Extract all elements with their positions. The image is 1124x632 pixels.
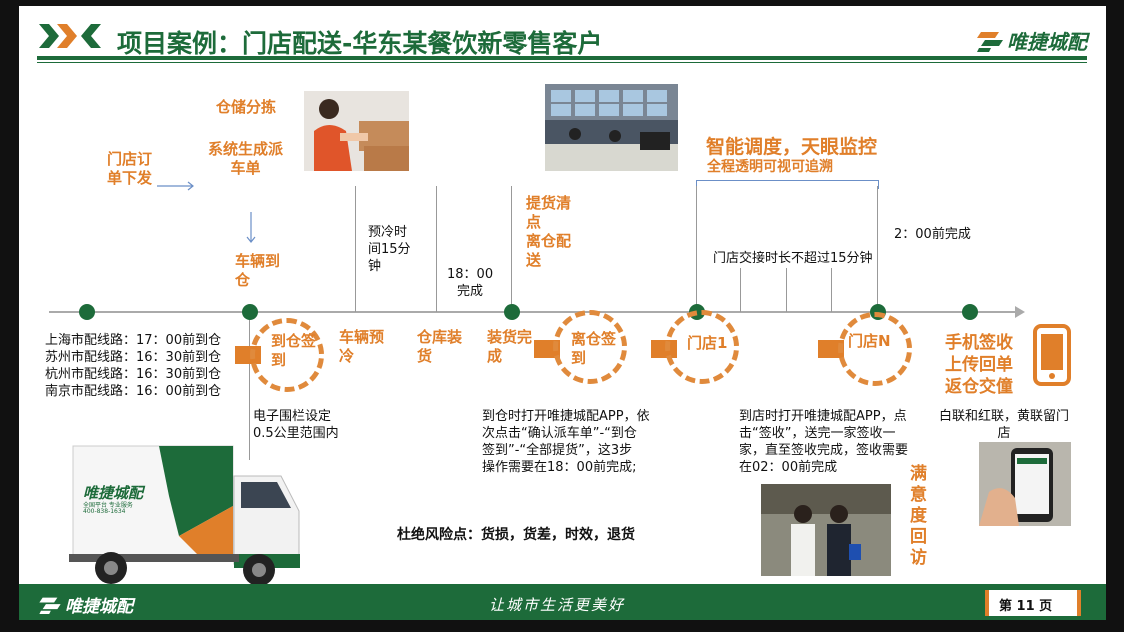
truck-brand-text: 唯捷城配 [83,484,144,502]
step-vehicle-arrive: 车辆到 仓 [235,252,281,289]
arrow-right-icon [157,176,197,195]
brand-name: 唯捷城配 [1007,30,1087,54]
warehouse-photo [304,91,409,171]
mobile-receipt-title: 手机签收 上传回单 返仓交僮 [945,333,1013,397]
logo-chevrons-icon [39,22,103,54]
delivery-truck-image [59,436,305,590]
tick-store1 [696,186,697,312]
timeline-arrowhead [1015,306,1025,318]
timeline-node-order [79,304,95,320]
loading-done-label: 装货完 成 [487,328,533,365]
finish-0200: 2：00前完成 [894,227,971,242]
tick-done [511,186,512,312]
handover-duration: 门店交接时长不超过15分钟 [713,251,873,266]
smart-dispatch-subtitle: 全程透明可视可追溯 [707,159,833,175]
storeN-marker [818,340,844,358]
storeN-ring [838,312,912,386]
step-dispatch-order: 系统生成派 车单 [208,140,284,177]
checkin-ring [250,318,324,392]
footer-brand-name: 唯捷城配 [65,597,133,617]
checkin-label: 到仓签 到 [271,332,317,369]
timeline-node-return [962,304,978,320]
step-store-order: 门店订 单下发 [107,150,153,187]
tick-store4 [831,268,832,312]
slide: 项目案例：门店配送-华东某餐饮新零售客户 唯捷城配 [19,6,1106,620]
precool-time: 预冷时 间15分 钟 [368,225,411,274]
satisfaction-survey-label: 满 意 度 回 访 [910,464,927,568]
tick-store2 [740,268,741,312]
tick-precool [355,186,356,312]
tick-store3 [786,268,787,312]
brand-logo: 唯捷城配 [977,26,1087,55]
route-nanjing: 南京市配线路：16：00前到仓 [45,384,222,399]
geofence-note: 电子围栏设定 0.5公里范围内 [253,409,339,441]
footer-bar [19,584,1106,620]
visit-photo [761,484,891,576]
warehouse-app-steps: 到仓时打开唯捷城配APP，依 次点击“确认派车单”-“到仓 签到”-“全部提货”… [482,409,650,475]
store1-ring [665,310,739,384]
timeline-node-vehicle [242,304,258,320]
warehouse-loading-label: 仓库装 货 [417,328,463,365]
truck-phone-text: 400-838-1634 [83,508,126,515]
timeline-axis [49,311,1019,313]
phone-icon [1033,324,1071,390]
step-warehouse-sorting: 仓储分拣 [216,98,277,116]
storeN-label: 门店N [848,332,891,350]
leave-ring [553,310,627,384]
footer-slogan: 让城市生活更美好 [489,596,626,614]
tick-vehicle [249,312,250,460]
risk-points: 杜绝风险点：货损，货差，时效，退货 [397,527,635,543]
route-suzhou: 苏州市配线路：16：30前到仓 [45,350,222,365]
route-shanghai: 上海市配线路：17：00前到仓 [45,333,222,348]
receipt-copies-note: 白联和红联，黄联留门 店 [939,409,1070,441]
smart-dispatch-title: 智能调度，天眼监控 [706,136,878,158]
monitor-bracket [696,180,879,189]
control-room-photo [545,84,678,171]
route-hangzhou: 杭州市配线路：16：30前到仓 [45,367,222,382]
arrow-down-icon [245,212,257,250]
vehicle-precool-label: 车辆预 冷 [339,328,385,365]
leave-checkin-label: 离仓签 到 [571,330,617,367]
store-app-steps: 到店时打开唯捷城配APP，点 击“签收”，送完一家签收一 家，直至签收完成，签收… [739,409,909,475]
phone-signing-photo [979,442,1071,526]
step-pickup-depart: 提货清 点 离仓配 送 [526,194,572,269]
header-divider-thin [37,62,1087,63]
page-number: 第 11 页 [999,599,1053,614]
tick-load [436,186,437,312]
brand-mark-icon [977,31,1003,52]
tick-storeN [877,186,878,312]
truck-slogan-text: 全国平台 专业服务 [83,502,133,509]
page-number-box [985,590,1081,616]
route-list: 上海市配线路：17：00前到仓 苏州市配线路：16：30前到仓 杭州市配线路：1… [45,332,221,400]
page-title: 项目案例：门店配送-华东某餐饮新零售客户 [117,29,603,58]
footer-brand-logo: 唯捷城配 [39,592,133,617]
store1-label: 门店1 [687,334,728,352]
finish-1800: 18：00 完成 [447,267,494,299]
timeline-node-depart [504,304,520,320]
footer-brand-mark-icon [39,597,61,614]
header-divider [37,56,1087,60]
